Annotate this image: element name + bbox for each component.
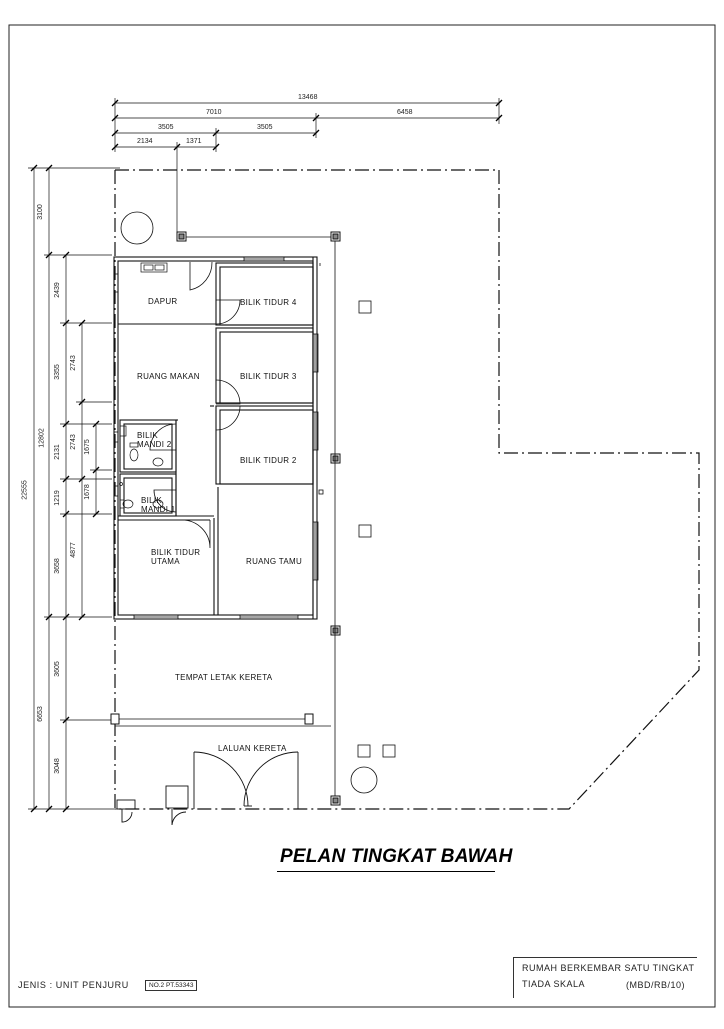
dim-left-3605: 3605 — [53, 661, 61, 677]
dim-top-overall: 13468 — [298, 94, 318, 101]
dim-left-2439: 2439 — [53, 282, 61, 298]
room-label-bilik-tidur-4: BILIK TIDUR 4 — [240, 298, 297, 307]
dim-top-d: 3505 — [257, 124, 273, 131]
room-label-bilik-mandi-2: BILIK MANDI 2 — [137, 431, 172, 449]
room-label-ruang-makan: RUANG MAKAN — [137, 372, 200, 381]
dim-left-3100: 3100 — [36, 204, 44, 220]
dim-left-3658: 3658 — [53, 558, 61, 574]
top-dimension-lines — [111, 98, 503, 236]
landscape — [120, 211, 396, 794]
title-block-line1: RUMAH BERKEMBAR SATU TINGKAT — [522, 963, 695, 973]
area-label-laluan-kereta: LALUAN KERETA — [218, 744, 287, 753]
room-label-bilik-mandi-1: BILIK MANDI 1 — [141, 496, 176, 514]
dim-left-3355: 3355 — [53, 364, 61, 380]
dim-left-4877: 4877 — [69, 542, 77, 558]
dim-top-e: 2134 — [137, 138, 153, 145]
room-label-bilik-tidur-2: BILIK TIDUR 2 — [240, 456, 297, 465]
dim-left-2743b: 2743 — [69, 434, 77, 450]
title-block: RUMAH BERKEMBAR SATU TINGKAT TIADA SKALA… — [513, 957, 697, 998]
dim-left-1675: 1675 — [83, 439, 91, 455]
dim-left-overall: 22555 — [21, 480, 29, 500]
sheet-border — [8, 24, 716, 1008]
dim-top-b: 6458 — [397, 109, 413, 116]
dim-left-6653: 6653 — [36, 706, 44, 722]
dim-left-1219: 1219 — [53, 490, 61, 506]
dim-top-a: 7010 — [206, 109, 222, 116]
room-label-bilik-tidur-3: BILIK TIDUR 3 — [240, 372, 297, 381]
title-underline — [277, 871, 495, 872]
dim-left-3048: 3048 — [53, 758, 61, 774]
room-label-ruang-tamu: RUANG TAMU — [246, 557, 303, 566]
room-label-dapur: DAPUR — [148, 297, 178, 306]
windows — [113, 256, 319, 620]
dim-top-c: 3505 — [158, 124, 174, 131]
lot-number-tag: NO.2 PT.53343 — [145, 980, 198, 991]
dim-top-f: 1371 — [186, 138, 202, 145]
drawing-title: PELAN TINGKAT BAWAH — [280, 846, 513, 867]
dim-left-2131: 2131 — [53, 444, 61, 460]
dim-left-1678: 1678 — [83, 484, 91, 500]
car-porch — [115, 236, 336, 796]
room-label-bilik-tidur-utama: BILIK TIDUR UTAMA — [151, 548, 201, 566]
unit-type-label: JENIS : UNIT PENJURU — [18, 980, 129, 990]
title-block-code: (MBD/RB/10) — [626, 980, 686, 990]
dim-left-12802: 12802 — [38, 428, 46, 448]
dim-left-2743a: 2743 — [69, 355, 77, 371]
entry-gate — [116, 751, 299, 826]
fixtures — [119, 262, 168, 509]
doors — [149, 261, 241, 549]
title-block-scale: TIADA SKALA — [522, 979, 586, 989]
lot-boundary — [114, 169, 700, 810]
area-label-tempat-letak-kereta: TEMPAT LETAK KERETA — [175, 673, 273, 682]
left-dimension-lines — [28, 164, 120, 813]
structural-columns — [110, 231, 341, 806]
